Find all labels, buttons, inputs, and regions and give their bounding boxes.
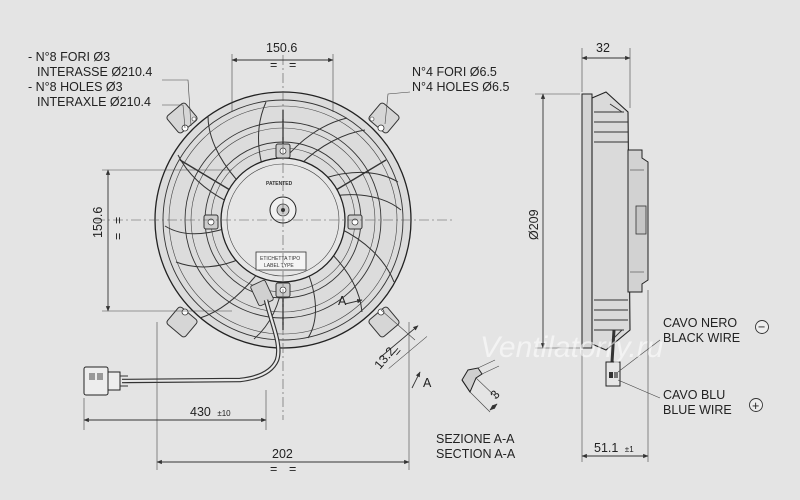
equal-mark: = [270, 462, 277, 476]
note-holes-small-en: - N°8 HOLES Ø3 [28, 80, 123, 94]
connector [83, 366, 109, 396]
section-mark-a: A [338, 294, 347, 308]
section-a-a: 3 SEZIONE A-A SECTION A-A [436, 359, 516, 461]
equal-mark: = [270, 58, 277, 72]
note-interaxis-en: INTERAXLE Ø210.4 [37, 95, 151, 109]
dim-section-depth: 3 [488, 388, 503, 402]
note-holes-large-it: N°4 FORI Ø6.5 [412, 65, 497, 79]
note-interaxis-it: INTERASSE Ø210.4 [37, 65, 152, 79]
wire-blue-it: CAVO BLU [663, 388, 725, 402]
svg-text:51.1 ±1: 51.1 ±1 [594, 439, 634, 456]
patented-text: PATENTED [266, 181, 293, 187]
label-plate: ETICHETTA TIPO LABEL TYPE [255, 251, 307, 271]
dim-side-tolerance: ±1 [625, 445, 634, 454]
wire-blue-en: BLUE WIRE [663, 403, 732, 417]
dim-lead-tolerance: ±10 [217, 409, 231, 418]
label-type-it: ETICHETTA TIPO [260, 256, 300, 262]
hub-bosses [203, 143, 363, 298]
positive-symbol [749, 398, 763, 412]
wire-black-symbol: − [758, 320, 765, 334]
section-title-en: SECTION A-A [436, 447, 516, 461]
svg-text:430 ±10: 430 ±10 [190, 403, 231, 420]
equal-mark: = [111, 217, 125, 224]
power-cable [83, 299, 281, 396]
wire-blue-symbol: + [752, 399, 759, 413]
equal-mark: = [111, 233, 125, 240]
negative-symbol [755, 320, 769, 334]
dim-depth: 32 [596, 41, 610, 55]
section-title-it: SEZIONE A-A [436, 432, 515, 446]
note-holes-large-en: N°4 HOLES Ø6.5 [412, 80, 509, 94]
equal-mark: = [289, 462, 296, 476]
watermark: Ventilatorry.ru [480, 331, 664, 364]
fan-side-view: 32 Ø209 51.1 ±1 [527, 41, 661, 462]
dim-lead-length: 430 [190, 405, 211, 419]
dim-left-height: 150.6 [91, 207, 105, 238]
mounting-tab [166, 306, 198, 338]
mounting-tab [368, 102, 400, 134]
dim-overall-width: 202 [272, 447, 293, 461]
wire-black-it: CAVO NERO [663, 316, 737, 330]
label-type-en: LABEL TYPE [264, 263, 294, 269]
dim-diameter: Ø209 [527, 209, 541, 240]
dim-top-width: 150.6 [266, 41, 297, 55]
mounting-tab [368, 306, 400, 338]
note-holes-small-it: - N°8 FORI Ø3 [28, 50, 110, 64]
hole-notes-large: N°4 FORI Ø6.5 N°4 HOLES Ø6.5 [412, 65, 509, 94]
hole-notes-small: - N°8 FORI Ø3 INTERASSE Ø210.4 - N°8 HOL… [28, 50, 152, 109]
dim-side-depth: 51.1 [594, 441, 618, 455]
wire-black-en: BLACK WIRE [663, 331, 740, 345]
equal-mark: = [289, 58, 296, 72]
section-mark-a: A [423, 376, 432, 390]
wire-notes: CAVO NERO BLACK WIRE − CAVO BLU BLUE WIR… [663, 316, 769, 417]
